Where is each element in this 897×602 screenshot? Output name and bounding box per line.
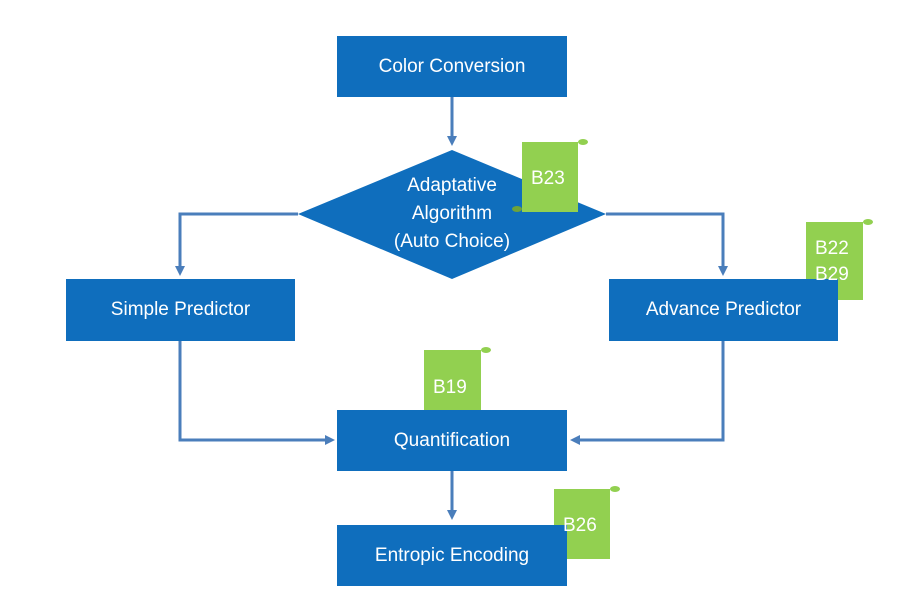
tag-b26-label: B26: [563, 515, 597, 536]
color-conversion-box: Color Conversion: [337, 36, 567, 97]
tag-b29-label: B29: [815, 264, 849, 285]
quantification-box: Quantification: [337, 410, 567, 471]
adaptive-label-line1: Adaptative: [407, 175, 497, 196]
advance-predictor-box: Advance Predictor: [609, 279, 838, 341]
tag-b19-label: B19: [433, 377, 467, 398]
arrow-adaptive-to-simple: [175, 212, 298, 276]
adaptive-label-line3: (Auto Choice): [393, 231, 511, 252]
arrow-simple-to-quantification: [178, 341, 335, 445]
tag-b22-label: B22: [815, 238, 849, 259]
adaptive-algorithm-label: Adaptative Algorithm (Auto Choice): [372, 172, 532, 256]
tag-b22-b29-label: B22 B29: [815, 236, 849, 288]
entropic-encoding-box: Entropic Encoding: [337, 525, 567, 586]
arrow-advance-to-quantification: [570, 341, 725, 445]
adaptive-label-line2: Algorithm: [411, 203, 493, 224]
scroll-tag-b23: [512, 139, 588, 212]
tag-b23-label: B23: [531, 168, 565, 189]
arrow-adaptive-to-advance: [606, 212, 728, 276]
simple-predictor-box: Simple Predictor: [66, 279, 295, 341]
